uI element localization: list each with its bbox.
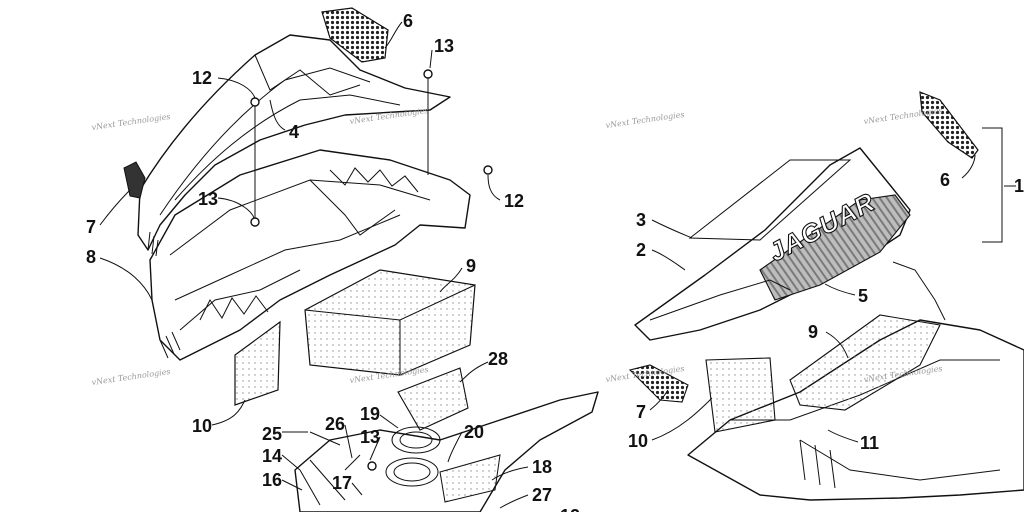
callout-12: 12 [192, 68, 212, 88]
callout-12: 12 [560, 506, 580, 512]
lower-hood-frame [149, 149, 471, 361]
callout-28: 28 [488, 349, 508, 369]
foam-pad-large [304, 269, 476, 376]
callout-1: 1 [1014, 176, 1024, 196]
callout-7: 7 [636, 402, 646, 422]
watermark-text: vNext Technologies [91, 367, 171, 387]
foam-pad-right-small [705, 357, 776, 433]
callout-10: 10 [628, 431, 648, 451]
callout-14: 14 [262, 446, 282, 466]
callout-16: 16 [262, 470, 282, 490]
callout-6: 6 [403, 11, 413, 31]
callout-19: 19 [360, 404, 380, 424]
callout-20: 20 [464, 422, 484, 442]
callout-17: 17 [332, 473, 352, 493]
left-assembly [123, 7, 599, 512]
callout-13: 13 [360, 427, 380, 447]
callout-labels: 6 13 12 4 7 12 13 8 9 10 28 25 26 19 13 … [86, 11, 1024, 512]
headlight-lens-right [628, 364, 689, 403]
leader-lines [99, 21, 1016, 509]
vent-grille-right [919, 91, 979, 159]
callout-18: 18 [532, 457, 552, 477]
callout-25: 25 [262, 424, 282, 444]
lower-console [294, 391, 599, 512]
callout-12: 12 [504, 191, 524, 211]
decal-panel [759, 194, 911, 301]
right-assembly: JAGUAR [628, 91, 1024, 501]
callout-5: 5 [858, 286, 868, 306]
callout-26: 26 [325, 414, 345, 434]
callout-7: 7 [86, 217, 96, 237]
callout-6: 6 [940, 170, 950, 190]
foam-pad-right-large [789, 314, 941, 411]
callout-13: 13 [198, 189, 218, 209]
hood-with-decal [634, 147, 911, 341]
callout-11: 11 [860, 433, 879, 453]
callout-8: 8 [86, 247, 96, 267]
belt-guard-pad [397, 367, 469, 431]
callout-10: 10 [192, 416, 212, 436]
callout-2: 2 [636, 240, 646, 260]
vent-grille-left [321, 7, 389, 63]
callout-9: 9 [808, 322, 818, 342]
callout-27: 27 [532, 485, 552, 505]
callout-13: 13 [434, 36, 454, 56]
callout-4: 4 [289, 122, 299, 142]
foam-pad-small [234, 320, 281, 406]
callout-9: 9 [466, 256, 476, 276]
watermark-text: vNext Technologies [91, 112, 171, 132]
callout-3: 3 [636, 210, 646, 230]
watermark-text: vNext Technologies [605, 110, 685, 130]
